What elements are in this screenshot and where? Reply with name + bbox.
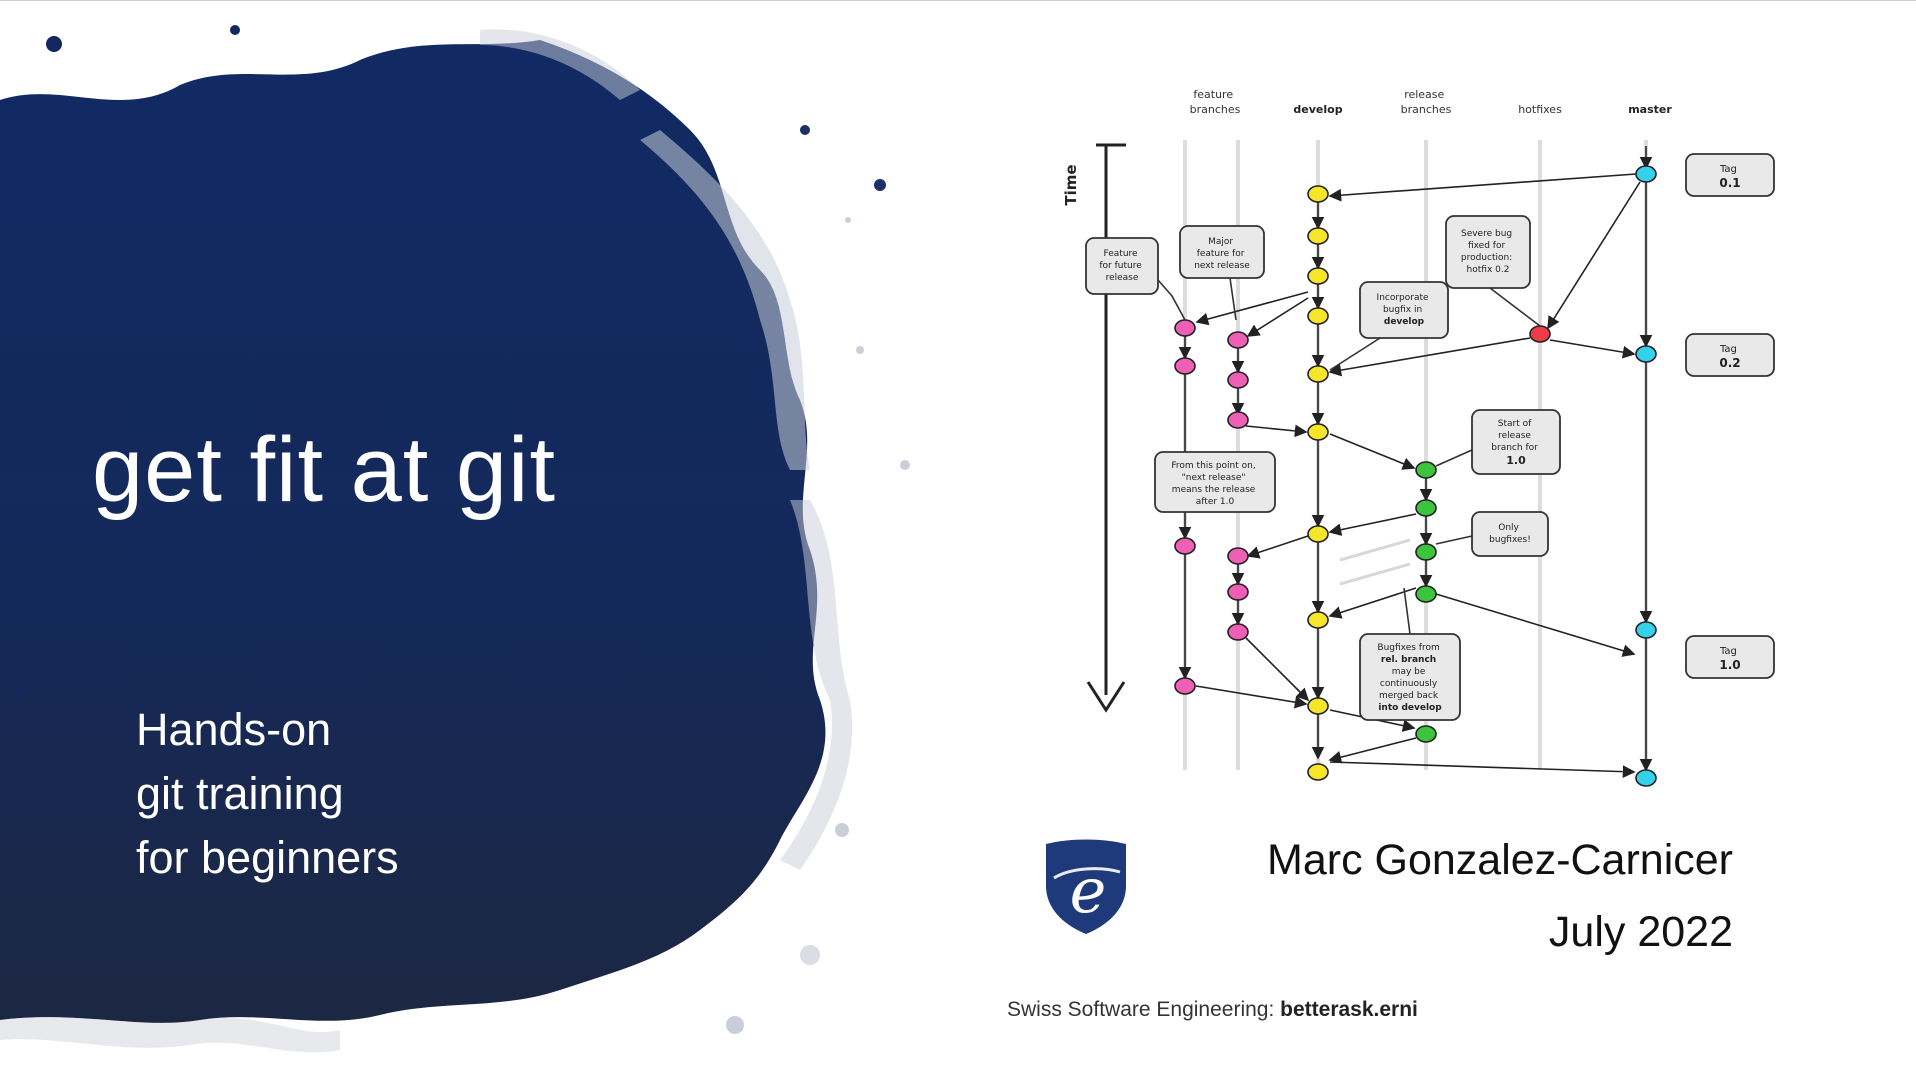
top-border [0, 0, 1916, 1]
callout-severe-bug: Severe bug fixed for production: hotfix … [1461, 229, 1515, 275]
callout-major-feature: Major feature for next release [1194, 237, 1250, 271]
commit-nodes [1174, 165, 1657, 787]
callout-tag-02: Tag 0.2 [1719, 344, 1741, 370]
lane-label-release: release branches [1401, 88, 1452, 116]
subtitle-line: git training [136, 768, 344, 819]
author-name: Marc Gonzalez-Carnicer [1267, 836, 1733, 884]
callout-tag-01: Tag 0.1 [1719, 164, 1741, 190]
logo-letter: e [1070, 854, 1107, 927]
callout-incorporate: Incorporate bugfix in develop [1377, 293, 1432, 327]
slide-subtitle: Hands-on git training for beginners [136, 698, 399, 890]
gitflow-diagram: feature branches develop release branche… [1062, 88, 1775, 787]
callout-only-bugfixes: Only bugfixes! [1489, 523, 1531, 545]
erni-logo-icon: e [1046, 839, 1126, 934]
presentation-date: July 2022 [1548, 908, 1733, 956]
callout-tag-10: Tag 1.0 [1719, 646, 1741, 672]
footer-prefix: Swiss Software Engineering: [1007, 998, 1281, 1021]
callout-bugfixes-rel: Bugfixes from rel. branch may be continu… [1377, 643, 1442, 713]
paint-splash-background [0, 25, 910, 1053]
subtitle-line: Hands-on [136, 704, 332, 755]
callout-boxes [1085, 153, 1775, 721]
callout-feature-future: Feature for future release [1099, 249, 1144, 283]
lane-label-hotfixes: hotfixes [1518, 103, 1562, 116]
time-axis-label: Time [1062, 164, 1080, 205]
subtitle-line: for beginners [136, 832, 399, 883]
footer: Swiss Software Engineering: betterask.er… [1007, 998, 1418, 1022]
callout-start-release: Start of release branch for 1.0 [1491, 419, 1540, 467]
lane-label-feature: feature branches [1190, 88, 1241, 116]
lane-label-develop: develop [1293, 103, 1342, 116]
slide-title: get fit at git [92, 419, 557, 521]
footer-brand: betterask.erni [1280, 998, 1418, 1021]
lane-label-master: master [1628, 103, 1672, 116]
callout-from-this-point: From this point on, "next release" means… [1171, 461, 1258, 507]
